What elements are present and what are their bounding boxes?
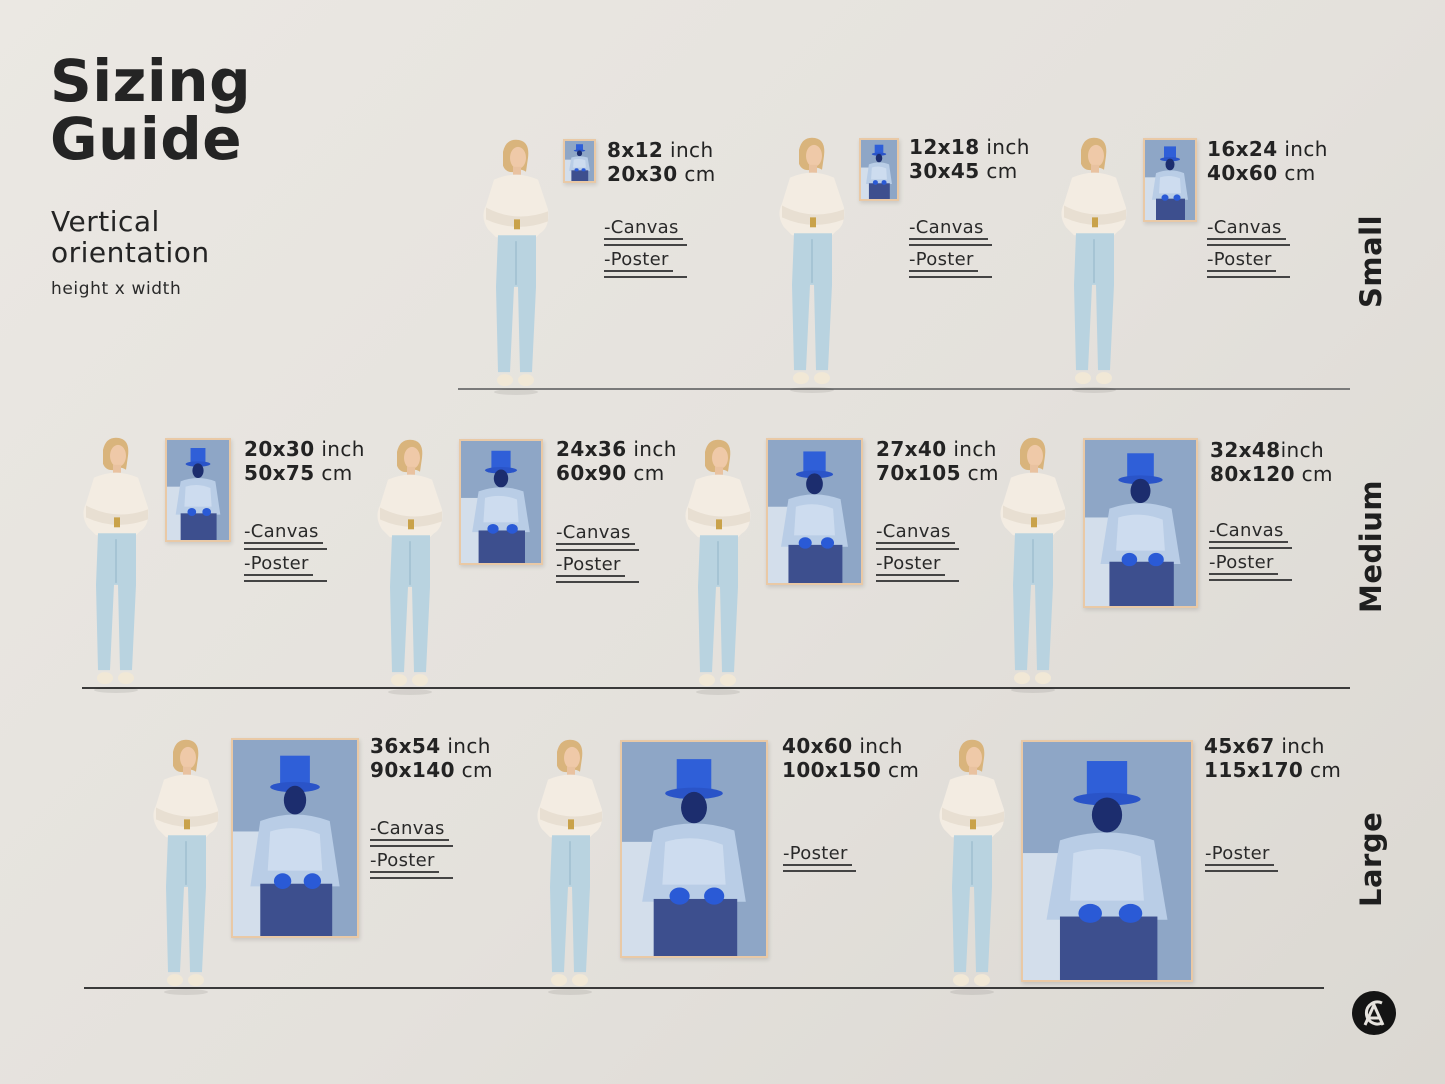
size-label: 12x18 inch 30x45 cm	[909, 135, 1030, 183]
category-label-medium: Medium	[1354, 479, 1388, 613]
option-poster-link[interactable]: -Poster	[1209, 553, 1278, 575]
product-options: -Canvas -Poster	[244, 522, 327, 586]
person-figure	[993, 436, 1073, 694]
person-figure	[370, 438, 450, 696]
title-line-2: Guide	[50, 105, 243, 173]
ground-line-small	[458, 388, 1350, 390]
product-options: -Canvas -Poster	[1207, 218, 1290, 282]
ground-line-large	[84, 987, 1324, 989]
option-poster-link[interactable]: -Poster	[244, 554, 313, 576]
size-label: 32x48inch 80x120 cm	[1210, 438, 1333, 486]
ground-line-medium	[82, 687, 1350, 689]
size-label: 36x54 inch 90x140 cm	[370, 734, 493, 782]
product-options: -Canvas -Poster	[556, 523, 639, 587]
dimension-note: height x width	[51, 279, 182, 299]
artwork-thumbnail-20x30	[165, 438, 231, 542]
category-label-small: Small	[1354, 214, 1388, 308]
artwork-thumbnail-24x36	[459, 439, 543, 565]
category-label-large: Large	[1354, 811, 1388, 907]
artwork-thumbnail-32x48	[1083, 438, 1198, 608]
person-figure	[678, 438, 758, 696]
size-label: 8x12 inch 20x30 cm	[607, 138, 716, 186]
size-label: 45x67 inch 115x170 cm	[1204, 734, 1342, 782]
size-label: 40x60 inch 100x150 cm	[782, 734, 920, 782]
option-canvas-link[interactable]: -Canvas	[556, 523, 635, 545]
person-figure	[146, 738, 226, 996]
title-line-1: Sizing	[50, 47, 252, 115]
option-canvas-link[interactable]: -Canvas	[876, 522, 955, 544]
ca-monogram-logo-icon	[1352, 991, 1396, 1035]
orientation-subtitle: Vertical orientation	[51, 206, 210, 268]
option-canvas-link[interactable]: -Canvas	[604, 218, 683, 240]
person-figure	[1054, 136, 1134, 394]
artwork-thumbnail-27x40	[766, 438, 863, 585]
artwork-thumbnail-8x12	[563, 139, 596, 183]
option-poster-link[interactable]: -Poster	[909, 250, 978, 272]
option-poster-link[interactable]: -Poster	[876, 554, 945, 576]
artwork-thumbnail-45x67	[1021, 740, 1193, 982]
person-figure	[772, 136, 852, 394]
subtitle-line-1: Vertical	[51, 205, 160, 238]
product-options: -Canvas -Poster	[1209, 521, 1292, 585]
option-poster-link[interactable]: -Poster	[783, 844, 852, 866]
option-poster-link[interactable]: -Poster	[604, 250, 673, 272]
person-figure	[76, 436, 156, 694]
size-label: 16x24 inch 40x60 cm	[1207, 137, 1328, 185]
size-label: 20x30 inch 50x75 cm	[244, 437, 365, 485]
person-figure	[932, 738, 1012, 996]
option-canvas-link[interactable]: -Canvas	[909, 218, 988, 240]
option-poster-link[interactable]: -Poster	[370, 851, 439, 873]
option-canvas-link[interactable]: -Canvas	[370, 819, 449, 841]
person-figure	[530, 738, 610, 996]
product-options: -Canvas -Poster	[604, 218, 687, 282]
product-options: -Poster	[783, 844, 856, 876]
artwork-thumbnail-16x24	[1143, 138, 1197, 222]
product-options: -Canvas -Poster	[370, 819, 453, 883]
subtitle-line-2: orientation	[51, 236, 210, 269]
option-poster-link[interactable]: -Poster	[556, 555, 625, 577]
option-canvas-link[interactable]: -Canvas	[244, 522, 323, 544]
product-options: -Canvas -Poster	[876, 522, 959, 586]
option-canvas-link[interactable]: -Canvas	[1209, 521, 1288, 543]
option-poster-link[interactable]: -Poster	[1207, 250, 1276, 272]
artwork-thumbnail-36x54	[231, 738, 359, 938]
size-label: 24x36 inch 60x90 cm	[556, 437, 677, 485]
option-canvas-link[interactable]: -Canvas	[1207, 218, 1286, 240]
size-label: 27x40 inch 70x105 cm	[876, 437, 999, 485]
artwork-thumbnail-40x60	[620, 740, 768, 958]
product-options: -Canvas -Poster	[909, 218, 992, 282]
page-title: Sizing Guide	[50, 52, 251, 168]
product-options: -Poster	[1205, 844, 1278, 876]
person-figure	[476, 138, 556, 396]
option-poster-link[interactable]: -Poster	[1205, 844, 1274, 866]
artwork-thumbnail-12x18	[859, 138, 899, 201]
